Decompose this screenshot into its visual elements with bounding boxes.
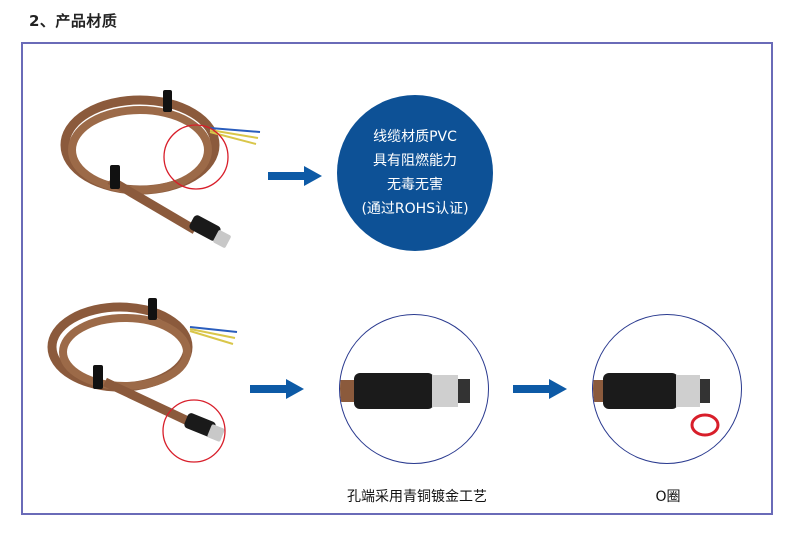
- arrow-right-icon: [268, 166, 322, 186]
- feature-line-2: 具有阻燃能力: [373, 153, 457, 169]
- connector-closeup-circle: [339, 314, 489, 464]
- o-ring-circle: [592, 314, 742, 464]
- o-ring-image: [593, 373, 720, 437]
- connector-closeup-image: [340, 373, 470, 409]
- arrow-right-icon: [513, 379, 567, 399]
- o-ring-caption: O圈: [655, 489, 681, 505]
- feature-line-4: (通过ROHS认证): [361, 201, 469, 217]
- feature-line-1: 线缆材质PVC: [373, 129, 457, 145]
- content-frame: [21, 42, 773, 515]
- connector-caption: 孔端采用青铜镀金工艺: [347, 489, 487, 505]
- cable-coil-image-1: [60, 90, 261, 248]
- section-title: 2、产品材质: [29, 12, 118, 30]
- feature-line-3: 无毒无害: [387, 177, 443, 193]
- material-feature-circle: 线缆材质PVC 具有阻燃能力 无毒无害 (通过ROHS认证): [337, 95, 493, 251]
- arrow-right-icon: [250, 379, 304, 399]
- cable-coil-image-2: [47, 298, 238, 463]
